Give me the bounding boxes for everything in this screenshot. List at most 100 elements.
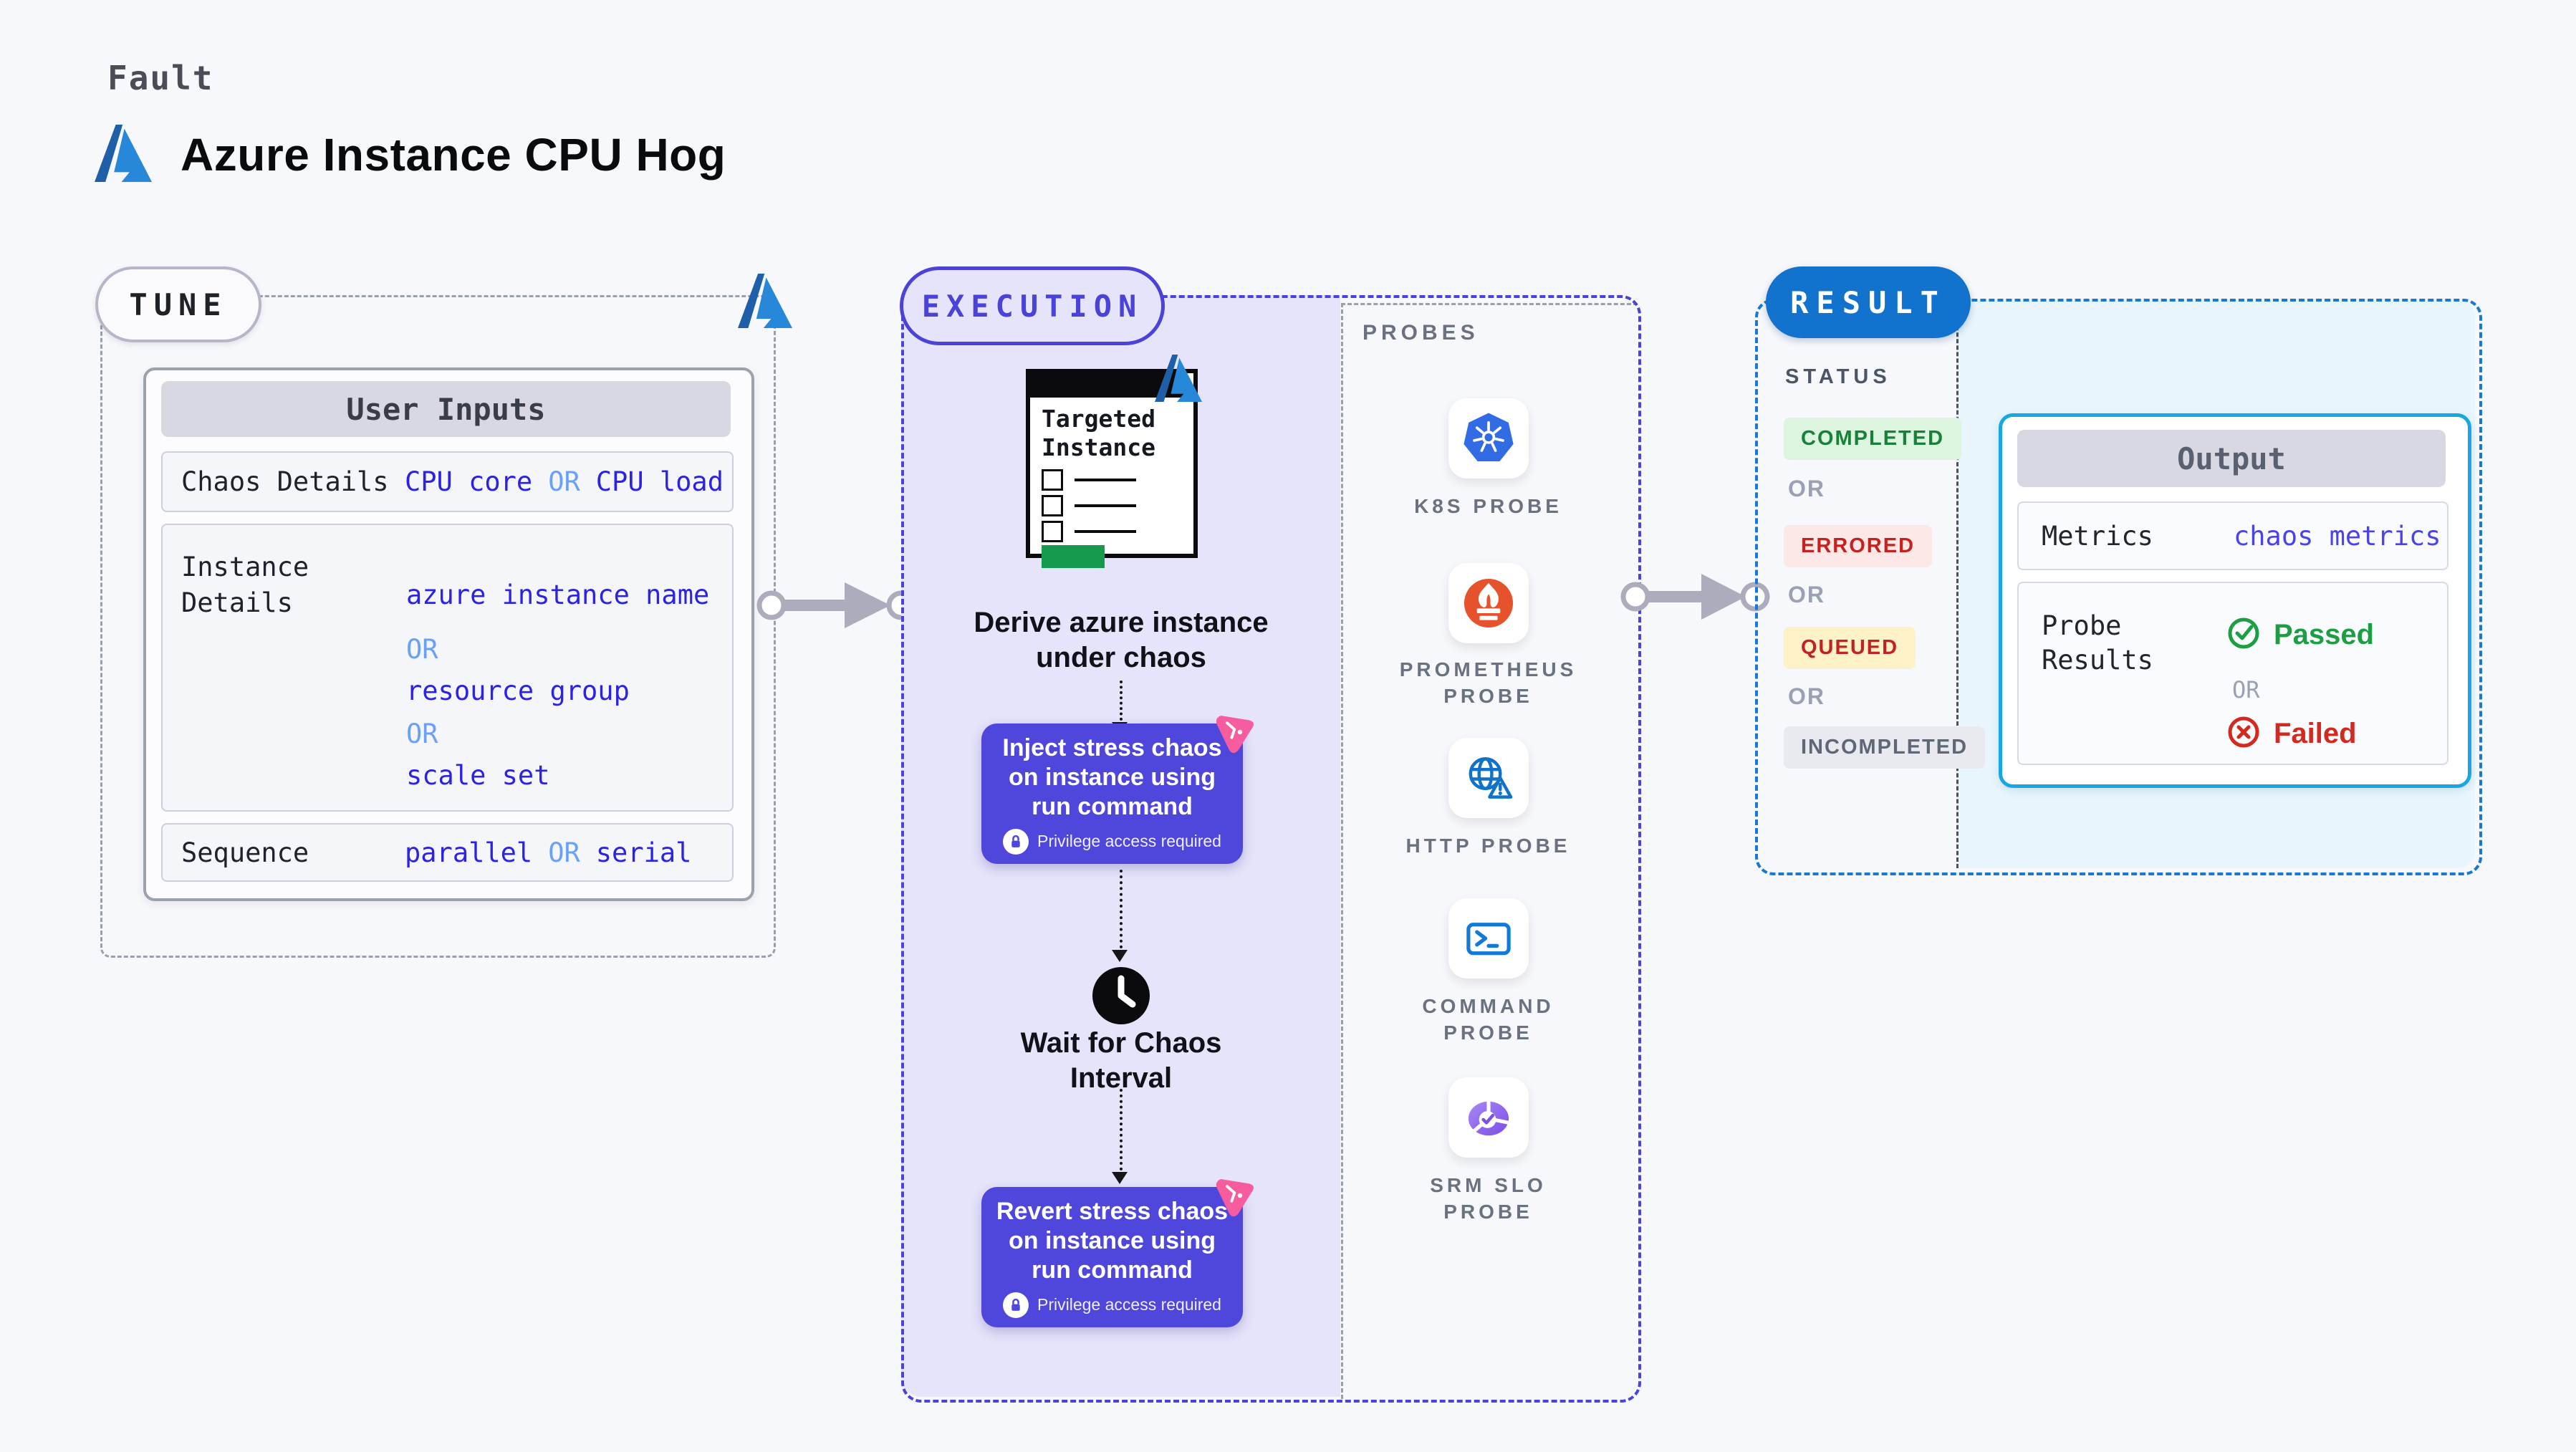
- command-probe-label: COMMAND PROBE: [1422, 995, 1554, 1044]
- status-output-divider: [1956, 300, 1959, 868]
- probe-result-failed: Failed: [2226, 715, 2357, 752]
- sequence-label: Sequence: [181, 837, 309, 868]
- failed-label: Failed: [2274, 717, 2357, 749]
- tune-section-box: [100, 295, 776, 958]
- revert-chaos-text: Revert stress chaos on instance using ru…: [996, 1197, 1229, 1284]
- litmus-chaos-icon: [1211, 1173, 1256, 1218]
- or-separator: OR: [548, 837, 580, 868]
- srm-slo-probe-label: SRM SLO PROBE: [1430, 1174, 1547, 1223]
- srm-slo-probe-card: [1341, 1077, 1635, 1158]
- or-separator: OR: [2232, 676, 2260, 703]
- azure-icon: [738, 268, 792, 334]
- text-line: [1075, 530, 1136, 533]
- sequence-value: serial: [595, 837, 692, 868]
- checkbox-row: [1042, 495, 1136, 516]
- result-section-box: [1755, 299, 2482, 875]
- http-globe-warning-icon: [1448, 738, 1529, 818]
- checkbox-icon: [1042, 521, 1063, 542]
- litmus-chaos-icon: [1211, 709, 1256, 755]
- instance-details-row: Instance Details azure instance name OR …: [161, 524, 734, 812]
- tune-section-pill: TUNE: [95, 266, 261, 342]
- or-separator: OR: [406, 634, 438, 665]
- chaos-details-value: CPU core: [405, 466, 533, 497]
- x-circle-icon: [2226, 715, 2261, 752]
- prometheus-probe-card: [1341, 563, 1635, 643]
- metrics-row: Metrics chaos metrics: [2017, 501, 2448, 570]
- status-badge-queued: QUEUED: [1784, 627, 1916, 669]
- arrow-down-icon: [1112, 1172, 1128, 1184]
- probes-heading: PROBES: [1363, 321, 1479, 345]
- status-heading: STATUS: [1785, 365, 1891, 388]
- checkbox-icon: [1042, 469, 1063, 491]
- passed-label: Passed: [2274, 618, 2375, 650]
- chaos-details-label: Chaos Details: [181, 466, 389, 497]
- k8s-probe-label: K8S PROBE: [1414, 495, 1562, 517]
- http-probe-card: [1341, 738, 1635, 818]
- status-badge-incompleted: INCOMPLETED: [1784, 726, 1986, 769]
- prometheus-probe-label: PROMETHEUS PROBE: [1399, 658, 1577, 707]
- instance-details-value: scale set: [406, 760, 550, 791]
- page-title: Azure Instance CPU Hog: [181, 129, 726, 181]
- checkbox-row: [1042, 521, 1136, 542]
- check-circle-icon: [2226, 616, 2261, 653]
- lock-icon: [1003, 1292, 1029, 1318]
- probe-result-passed: Passed: [2226, 616, 2374, 653]
- privilege-row: Privilege access required: [1003, 828, 1221, 855]
- tune-to-execution-arrow: [756, 582, 916, 628]
- fault-kicker: Fault: [107, 59, 214, 97]
- result-section-pill: RESULT: [1766, 266, 1971, 338]
- flow-connector: [1120, 681, 1123, 721]
- chaos-details-value: CPU load: [595, 466, 724, 497]
- metrics-value: chaos metrics: [2234, 520, 2441, 552]
- or-separator: OR: [548, 466, 580, 497]
- revert-chaos-step: Revert stress chaos on instance using ru…: [981, 1187, 1243, 1327]
- inject-chaos-step: Inject stress chaos on instance using ru…: [981, 723, 1243, 864]
- checkbox-icon: [1042, 495, 1063, 516]
- k8s-probe-card: [1341, 398, 1635, 479]
- azure-icon: [1155, 350, 1202, 407]
- privilege-label: Privilege access required: [1037, 832, 1221, 850]
- kubernetes-icon: [1448, 398, 1529, 479]
- instance-details-value: azure instance name: [406, 580, 710, 610]
- execution-section-pill: EXECUTION: [900, 266, 1165, 345]
- output-title: Output: [2017, 430, 2446, 487]
- text-line: [1075, 504, 1136, 507]
- status-badge-completed: COMPLETED: [1784, 418, 1962, 460]
- wait-chaos-caption: Wait for Chaos Interval: [1020, 1027, 1222, 1094]
- or-separator: OR: [1788, 582, 1825, 607]
- instance-details-label: Instance Details: [181, 552, 309, 618]
- privilege-row: Privilege access required: [1003, 1292, 1221, 1318]
- flow-connector: [1120, 870, 1123, 948]
- arrow-down-icon: [1112, 950, 1128, 962]
- probe-results-label: Probe Results: [2042, 610, 2153, 675]
- metrics-label: Metrics: [2042, 520, 2153, 552]
- terminal-icon: [1448, 898, 1529, 979]
- or-separator: OR: [1788, 476, 1825, 501]
- instance-details-value: resource group: [406, 675, 630, 706]
- prometheus-icon: [1448, 563, 1529, 643]
- inject-chaos-text: Inject stress chaos on instance using ru…: [1002, 734, 1222, 820]
- or-separator: OR: [406, 718, 438, 749]
- azure-icon: [95, 116, 152, 193]
- user-inputs-title: User Inputs: [161, 381, 731, 437]
- probe-results-row: Probe Results Passed OR Failed: [2017, 582, 2448, 765]
- command-probe-card: [1341, 898, 1635, 979]
- flow-connector: [1120, 1089, 1123, 1170]
- srm-slo-donut-icon: [1448, 1077, 1529, 1158]
- derive-instance-caption: Derive azure instance under chaos: [974, 607, 1269, 673]
- progress-bar: [1042, 545, 1105, 568]
- or-separator: OR: [1788, 683, 1825, 709]
- http-probe-label: HTTP PROBE: [1405, 835, 1571, 857]
- execution-to-result-arrow: [1620, 574, 1770, 620]
- status-badge-errored: ERRORED: [1784, 525, 1933, 567]
- targeted-instance-caption: Targeted Instance: [1042, 405, 1155, 461]
- privilege-label: Privilege access required: [1037, 1295, 1221, 1314]
- text-line: [1075, 479, 1136, 481]
- clock-icon: [1092, 967, 1150, 1024]
- title-row: Azure Instance CPU Hog: [95, 116, 726, 193]
- checkbox-row: [1042, 469, 1136, 491]
- lock-icon: [1003, 828, 1029, 855]
- sequence-value: parallel: [405, 837, 533, 868]
- probes-section-box: [1341, 303, 1638, 1399]
